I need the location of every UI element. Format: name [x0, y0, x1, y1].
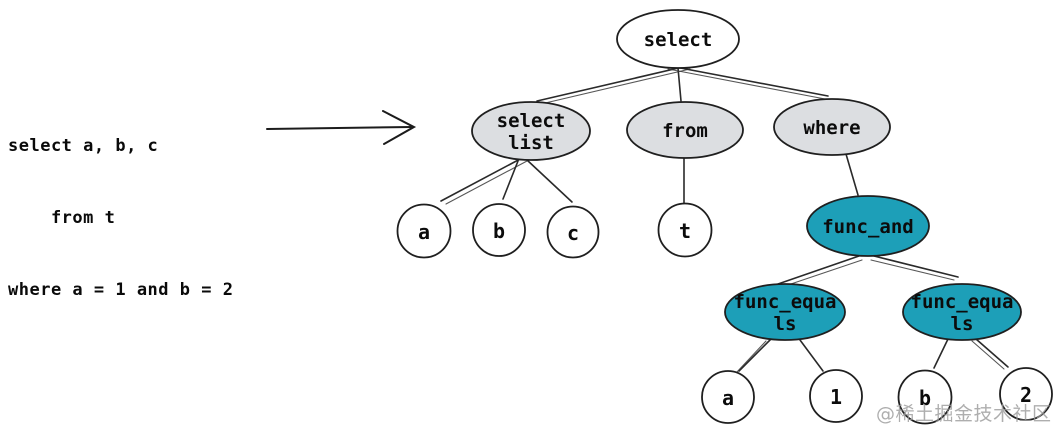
- watermark: @稀土掘金技术社区: [876, 403, 1052, 425]
- node-equals-left-column-shape: [701, 370, 755, 424]
- node-from: from: [626, 101, 744, 159]
- arrow-shaft: [266, 126, 413, 130]
- node-column-c-shape: [546, 205, 600, 259]
- edge-equalsleft-a-sketch: [735, 340, 767, 374]
- arrow-head-double: [387, 113, 415, 142]
- node-select-list-label-line2: list: [508, 132, 554, 154]
- node-column-b-shape: [472, 203, 526, 257]
- edge-equalsleft-a: [738, 338, 772, 372]
- node-func-equals-left-label-line2: ls: [774, 313, 797, 335]
- node-select-list-shape: [471, 101, 591, 161]
- node-root-select-label: select: [644, 29, 713, 51]
- tree-edges: [440, 65, 1009, 374]
- node-from-label: from: [662, 120, 708, 142]
- node-where-label: where: [803, 117, 860, 139]
- node-func-equals-right-shape: [902, 283, 1022, 341]
- node-func-and: func_and: [806, 195, 930, 257]
- sql-line-3: where a = 1 and b = 2: [8, 280, 234, 300]
- edge-equalsright-b: [933, 338, 949, 369]
- node-equals-left-value-shape: [809, 369, 863, 423]
- node-equals-right-column-label: b: [919, 386, 931, 410]
- node-equals-right-column: b: [897, 369, 953, 425]
- node-column-c: c: [546, 205, 600, 259]
- node-root-select: select: [616, 9, 740, 69]
- edge-equalsright-2-sketch: [971, 340, 1005, 370]
- edge-selectlist-b: [502, 160, 519, 200]
- node-func-equals-right-label-line2: ls: [951, 313, 974, 335]
- node-func-and-shape: [806, 195, 930, 257]
- node-column-c-label: c: [567, 221, 579, 245]
- sql-line-2: from t: [8, 208, 116, 228]
- node-equals-right-value: 2: [999, 367, 1053, 421]
- node-func-equals-right-label-line1: func_equa: [911, 291, 1014, 313]
- node-equals-right-column-shape: [897, 369, 953, 425]
- edge-root-selectlist: [536, 65, 688, 102]
- node-equals-left-value-label: 1: [830, 385, 842, 409]
- node-table-t: t: [657, 202, 713, 258]
- node-equals-left-column-label: a: [722, 386, 734, 410]
- node-table-t-label: t: [679, 219, 691, 243]
- node-root-select-shape: [616, 9, 740, 69]
- edge-root-from: [677, 67, 682, 102]
- edge-funcand-equalsright-sketch: [870, 259, 955, 281]
- node-column-b-label: b: [493, 219, 505, 243]
- edge-root-where-sketch: [667, 68, 826, 100]
- node-column-a: a: [396, 203, 452, 259]
- node-from-shape: [626, 101, 744, 159]
- node-column-a-shape: [396, 203, 452, 259]
- node-column-b: b: [472, 203, 526, 257]
- edge-funcand-equalsright: [873, 255, 959, 278]
- node-where-shape: [773, 98, 891, 156]
- sql-line-1: select a, b, c: [8, 136, 159, 156]
- node-func-and-label: func_and: [822, 216, 914, 238]
- node-equals-left-column: a: [701, 370, 755, 424]
- node-func-equals-right: func_equa ls: [902, 283, 1022, 341]
- edge-selectlist-a-sketch: [445, 160, 528, 205]
- node-select-list: select list: [471, 101, 591, 161]
- edge-where-funcand: [845, 153, 859, 196]
- node-where: where: [773, 98, 891, 156]
- right-arrow-icon: [266, 110, 417, 145]
- edge-equalsleft-1: [799, 339, 824, 372]
- node-func-equals-left: func_equa ls: [724, 283, 846, 341]
- node-func-equals-left-shape: [724, 283, 846, 341]
- edge-equalsright-2: [975, 338, 1009, 368]
- node-column-a-label: a: [418, 220, 430, 244]
- node-equals-right-value-shape: [999, 367, 1053, 421]
- edge-selectlist-a: [440, 157, 523, 202]
- edge-funcand-equalsleft-sketch: [781, 259, 863, 288]
- sql-source-text: select a, b, c from t where a = 1 and b …: [8, 86, 233, 350]
- node-select-list-label-line1: select: [497, 110, 566, 132]
- node-func-equals-left-label-line1: func_equa: [734, 291, 837, 313]
- node-equals-left-value: 1: [809, 369, 863, 423]
- edge-selectlist-c: [526, 159, 573, 203]
- node-table-t-shape: [657, 202, 713, 258]
- edge-funcand-equalsleft: [777, 255, 860, 285]
- node-equals-right-value-label: 2: [1020, 383, 1032, 407]
- edge-root-selectlist-sketch: [540, 68, 691, 105]
- edge-root-where: [669, 65, 829, 97]
